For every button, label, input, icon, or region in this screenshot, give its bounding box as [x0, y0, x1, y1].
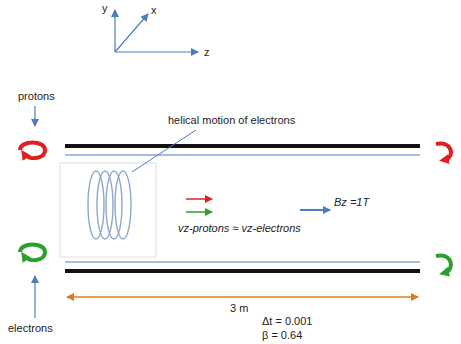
velocity-label: vz-protons ≈ vz-electrons	[178, 222, 301, 235]
particle-label: electrons	[8, 322, 53, 335]
helix-loop	[115, 171, 131, 239]
axis-label: x	[151, 4, 157, 17]
helix-loop	[97, 171, 113, 239]
particle-label: protons	[18, 90, 55, 103]
note-label: Δt = 0.001	[262, 315, 312, 328]
field-label: Bz =1T	[334, 196, 369, 209]
axis-label: y	[102, 2, 108, 15]
axis-label: z	[204, 46, 210, 59]
note-label: β = 0.64	[262, 329, 302, 342]
helix-loop	[88, 171, 104, 239]
dimension-label: 3 m	[230, 302, 248, 315]
helix-loop	[106, 171, 122, 239]
callout-label: helical motion of electrons	[168, 114, 295, 127]
